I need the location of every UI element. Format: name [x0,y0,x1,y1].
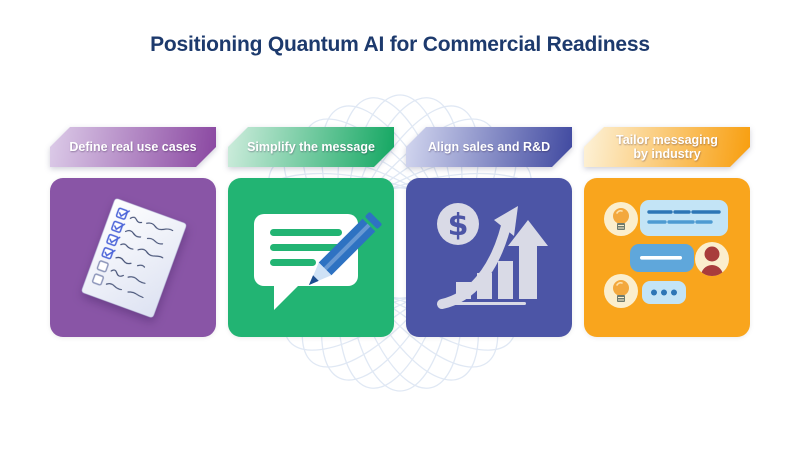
card-body-purple [50,178,216,337]
card-tailor-messaging-by-industry: Tailor messaging by industry [584,127,750,337]
card-body-indigo: $ [406,178,572,337]
card-simplify-the-message: Simplify the message [228,127,394,337]
card-body-green [228,178,394,337]
lightbulb-avatar [604,202,638,236]
steps-board: Define real use cases [50,127,750,337]
page-title: Positioning Quantum AI for Commercial Re… [150,33,650,56]
card-define-real-use-cases: Define real use cases [50,127,216,337]
person-avatar [695,242,729,276]
dollar-growth-arrow-icon: $ [437,203,548,309]
header-define-real-use-cases: Define real use cases [50,127,216,167]
header-label: Define real use cases [69,139,197,154]
speech-bubble-pencil-icon [254,212,382,310]
svg-text:$: $ [448,208,469,243]
card-align-sales-and-rd: Align sales and R&D [406,127,572,337]
header-tailor-messaging-by-industry: Tailor messaging by industry [584,127,750,167]
card-body-orange [584,178,750,337]
header-simplify-the-message: Simplify the message [228,127,394,167]
header-label: Align sales and R&D [427,139,551,154]
header-label: Simplify the message [247,139,375,154]
lightbulb-avatar [604,274,638,308]
header-label: Tailor messaging by industry [616,132,718,161]
header-align-sales-and-rd: Align sales and R&D [406,127,572,167]
chat-conversation-icon [604,200,729,308]
checklist-icon [81,198,187,318]
